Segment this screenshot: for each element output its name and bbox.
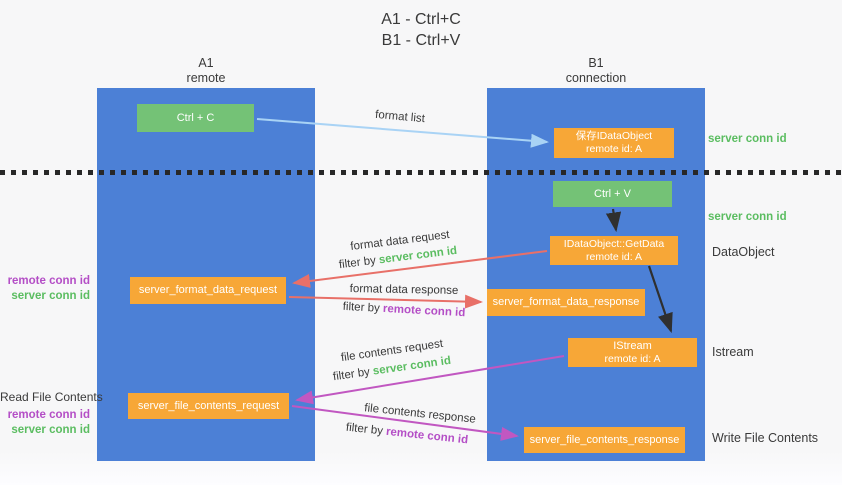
- annotation-server-conn-id-top: server conn id: [708, 133, 787, 145]
- lane-a1-name: A1: [198, 56, 214, 70]
- filter-by-text-1: filter by: [338, 254, 380, 272]
- annotation-write-file-contents: Write File Contents: [712, 431, 819, 445]
- getdata-line2: remote id: A: [585, 250, 643, 263]
- lane-header-b1: B1 connection: [487, 56, 705, 86]
- arrow-format-data-response: [288, 294, 483, 309]
- annotation-left-conn-ids-bottom: Read File Contents remote conn id server…: [0, 390, 103, 438]
- server-format-data-response-box: server_format_data_response: [487, 289, 645, 316]
- annotation-remote-conn-id-bottom: remote conn id: [7, 409, 90, 421]
- label-file-contents-response: file contents response: [363, 402, 477, 426]
- remote-conn-id-highlight-1: remote conn id: [382, 302, 466, 320]
- annotation-left-conn-ids-top: remote conn id server conn id: [0, 274, 90, 304]
- ctrl-v-label: Ctrl + V: [594, 187, 631, 200]
- lane-b1-role: connection: [565, 71, 627, 85]
- istream-line1: IStream: [613, 339, 652, 352]
- annotation-dataobject: DataObject: [712, 245, 775, 259]
- annotation-server-conn-id-left-top: server conn id: [11, 290, 90, 302]
- ctrl-c-label: Ctrl + C: [176, 111, 215, 124]
- server-file-contents-request-box: server_file_contents_request: [128, 393, 289, 419]
- idataobject-getdata-box: IDataObject::GetData remote id: A: [550, 236, 678, 265]
- label-format-list: format list: [374, 108, 426, 126]
- save-idataobject-box: 保存IDataObject remote id: A: [554, 128, 674, 158]
- label-filter-by-remote-conn-id-2: filter by remote conn id: [345, 422, 468, 447]
- save-idataobject-line2: remote id: A: [585, 143, 643, 155]
- annotation-istream: Istream: [712, 345, 754, 359]
- diagram-title: A1 - Ctrl+C B1 - Ctrl+V: [0, 9, 842, 51]
- label-format-data-response: format data response: [349, 283, 459, 297]
- server-file-contents-response-box: server_file_contents_response: [524, 427, 685, 453]
- server-format-data-response-label: server_format_data_response: [492, 296, 640, 308]
- title-line-1: A1 - Ctrl+C: [381, 11, 461, 28]
- filter-by-text-4: filter by: [345, 421, 387, 438]
- server-conn-id-highlight-2: server conn id: [372, 354, 452, 378]
- filter-by-text-3: filter by: [332, 365, 374, 384]
- istream-box: IStream remote id: A: [568, 338, 697, 367]
- server-file-contents-request-label: server_file_contents_request: [137, 399, 280, 412]
- annotation-server-conn-id-left-bottom: server conn id: [11, 424, 90, 436]
- server-format-data-request-label: server_format_data_request: [138, 284, 278, 296]
- server-format-data-request-box: server_format_data_request: [130, 277, 286, 304]
- annotation-server-conn-id-mid: server conn id: [708, 211, 787, 223]
- filter-by-text-2: filter by: [342, 300, 384, 315]
- istream-line2: remote id: A: [604, 352, 661, 365]
- save-idataobject-line1: 保存IDataObject: [575, 130, 653, 142]
- lane-b1-name: B1: [588, 56, 604, 70]
- ctrl-v-box: Ctrl + V: [553, 181, 672, 207]
- annotation-read-file-contents: Read File Contents: [0, 390, 103, 404]
- getdata-line1: IDataObject::GetData: [563, 237, 665, 250]
- lane-header-a1: A1 remote: [97, 56, 315, 86]
- annotation-remote-conn-id-top: remote conn id: [7, 275, 90, 287]
- server-file-contents-response-label: server_file_contents_response: [529, 433, 680, 446]
- title-line-2: B1 - Ctrl+V: [381, 32, 461, 49]
- ctrl-c-box: Ctrl + C: [137, 104, 254, 132]
- lane-a1-role: remote: [186, 71, 226, 85]
- label-filter-by-remote-conn-id-1: filter by remote conn id: [342, 301, 465, 319]
- remote-conn-id-highlight-2: remote conn id: [385, 425, 469, 447]
- session-divider-dotted-line: [0, 170, 842, 175]
